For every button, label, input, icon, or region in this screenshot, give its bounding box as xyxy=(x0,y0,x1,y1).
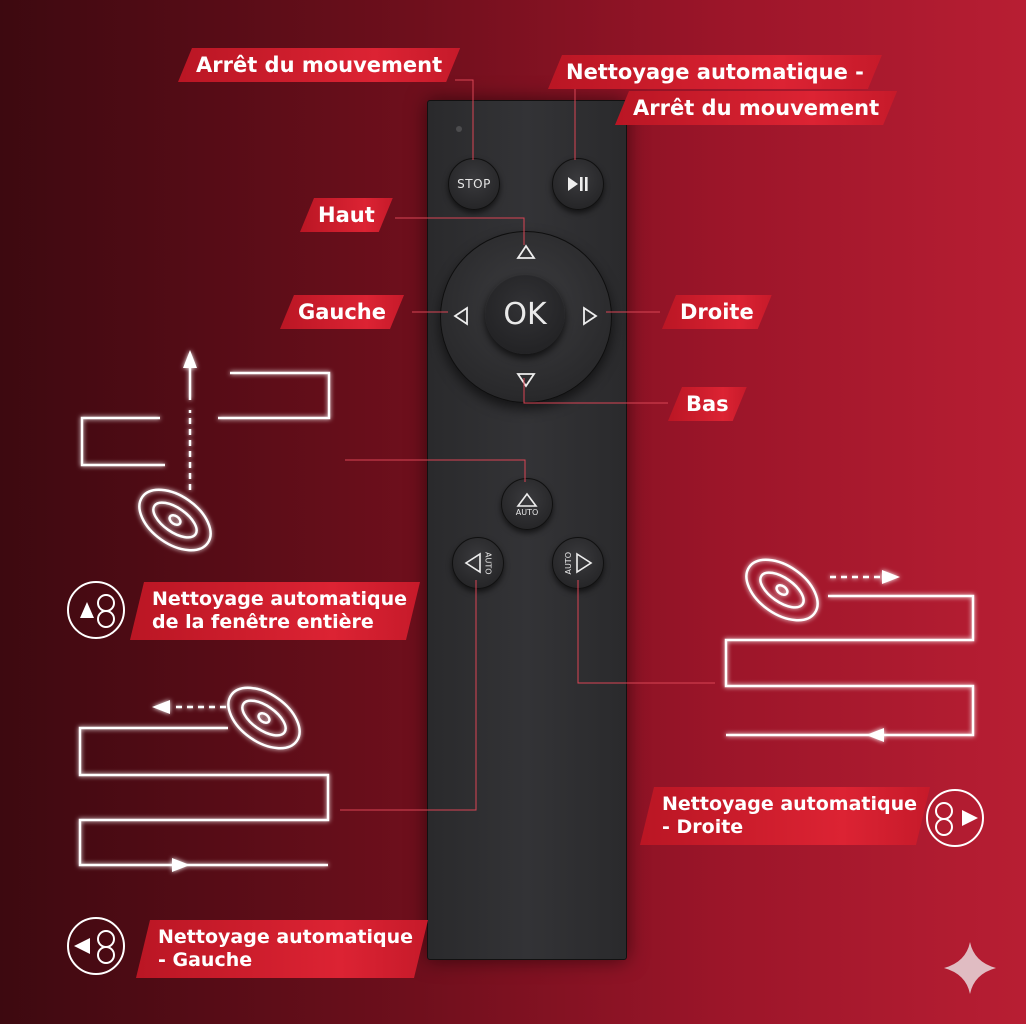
label-auto-right: Nettoyage automatique - Droite xyxy=(640,787,930,845)
label-up-text: Haut xyxy=(318,203,375,227)
remote-control: STOP OK AUTO AU xyxy=(427,100,627,960)
right-triangle-icon xyxy=(575,552,592,574)
left-path-diagram xyxy=(78,686,330,872)
label-full-window-line2: de la fenêtre entière xyxy=(152,611,374,633)
label-down-text: Bas xyxy=(686,392,729,416)
right-path-diagram xyxy=(724,558,975,742)
label-auto-stop-line2: Arrêt du mouvement xyxy=(615,91,897,125)
stop-button-label: STOP xyxy=(457,177,491,191)
label-stop-movement: Arrêt du mouvement xyxy=(178,48,460,82)
label-auto-stop-line1: Nettoyage automatique - xyxy=(548,55,882,89)
label-auto-right-line2: - Droite xyxy=(662,816,744,838)
full-window-mode-icon xyxy=(67,581,125,639)
label-auto-left: Nettoyage automatique - Gauche xyxy=(136,920,428,978)
stop-button[interactable]: STOP xyxy=(448,158,500,210)
direction-pad: OK xyxy=(440,231,612,403)
label-full-window: Nettoyage automatique de la fenêtre enti… xyxy=(130,582,420,640)
label-auto-left-line1: Nettoyage automatique xyxy=(158,926,414,948)
up-triangle-icon xyxy=(516,492,538,507)
label-left: Gauche xyxy=(280,295,404,329)
label-auto-left-line2: - Gauche xyxy=(158,949,253,971)
play-pause-icon xyxy=(568,177,588,191)
left-triangle-icon xyxy=(464,552,481,574)
down-arrow-button[interactable] xyxy=(516,372,536,388)
label-auto-stop-line1-text: Nettoyage automatique - xyxy=(566,60,864,84)
auto-right-button[interactable]: AUTO xyxy=(552,537,604,589)
auto-up-label: AUTO xyxy=(515,507,539,517)
auto-left-button[interactable]: AUTO xyxy=(452,537,504,589)
label-auto-right-line1: Nettoyage automatique xyxy=(662,793,918,815)
up-arrow-button[interactable] xyxy=(516,244,536,260)
auto-left-label: AUTO xyxy=(483,551,493,575)
sparkle-icon xyxy=(944,942,996,994)
label-auto-stop-line2-text: Arrêt du mouvement xyxy=(633,96,880,120)
right-mode-icon xyxy=(926,789,984,847)
play-pause-button[interactable] xyxy=(552,158,604,210)
ok-button[interactable]: OK xyxy=(485,274,565,354)
label-left-text: Gauche xyxy=(298,300,386,324)
left-arrow-button[interactable] xyxy=(453,306,469,326)
label-down: Bas xyxy=(668,387,747,421)
label-up: Haut xyxy=(300,198,393,232)
auto-up-button[interactable]: AUTO xyxy=(501,478,553,530)
mode-icons xyxy=(67,581,984,975)
label-full-window-line1: Nettoyage automatique xyxy=(152,588,408,610)
label-right: Droite xyxy=(662,295,772,329)
ok-button-label: OK xyxy=(503,296,547,332)
label-right-text: Droite xyxy=(680,300,754,324)
right-arrow-button[interactable] xyxy=(582,306,598,326)
label-stop-movement-text: Arrêt du mouvement xyxy=(196,53,443,77)
leader-lines xyxy=(340,77,715,811)
vertical-path-diagram xyxy=(80,350,331,552)
power-led xyxy=(456,126,462,132)
left-mode-icon xyxy=(67,917,125,975)
